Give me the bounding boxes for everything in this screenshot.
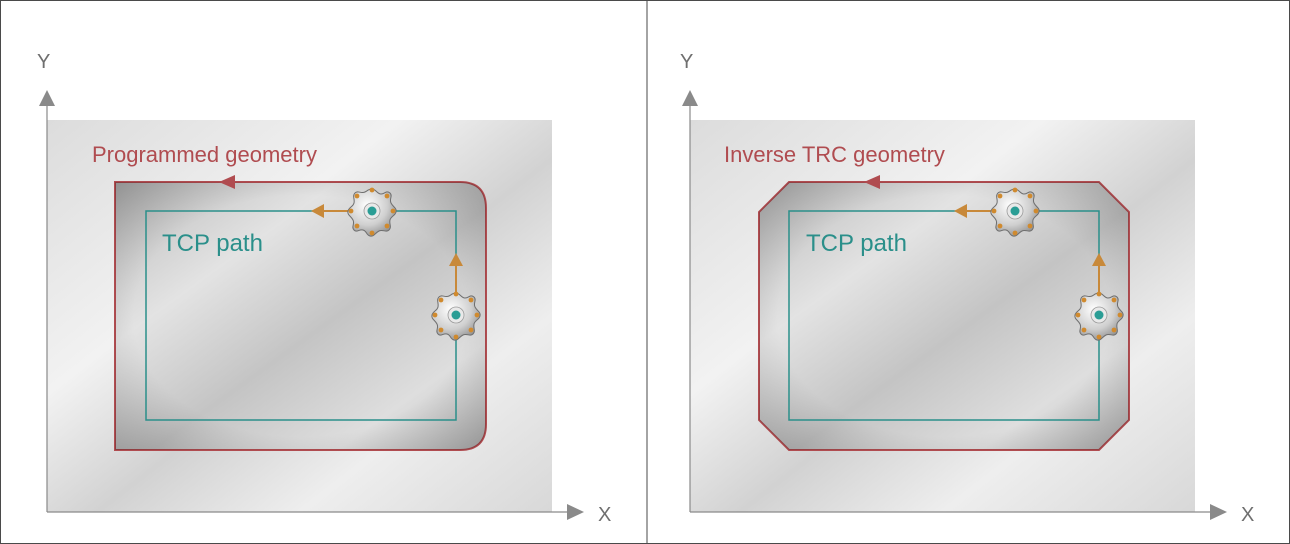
pocket-shading [115,182,486,450]
feed-direction-arrow-vertical-icon [449,253,463,266]
geometry-direction-arrow-icon [219,175,235,189]
geometry-direction-arrow-icon [864,175,880,189]
panel-left: Y X Programmed geometry TCP path [37,51,611,526]
feed-direction-arrow-icon [954,204,967,218]
y-axis-arrow-icon [682,90,698,106]
pocket-shading [759,182,1129,450]
milling-cutter-icon [347,187,397,237]
x-axis-label: X [1241,504,1254,526]
tcp-path-label: TCP path [162,230,263,257]
x-axis-arrow-icon [1210,504,1227,520]
y-axis-label: Y [680,51,693,73]
y-axis-label: Y [37,51,50,73]
milling-cutter-icon [431,291,481,341]
panel-right: Y X Inverse TRC geometry TCP path [680,51,1254,526]
geometry-label: Programmed geometry [92,142,317,167]
feed-direction-arrow-vertical-icon [1092,253,1106,266]
milling-cutter-icon [1074,291,1124,341]
y-axis-arrow-icon [39,90,55,106]
x-axis-label: X [598,504,611,526]
geometry-label: Inverse TRC geometry [724,142,945,167]
x-axis-arrow-icon [567,504,584,520]
milling-cutter-icon [990,187,1040,237]
feed-direction-arrow-icon [311,204,324,218]
tcp-path-label: TCP path [806,230,907,257]
